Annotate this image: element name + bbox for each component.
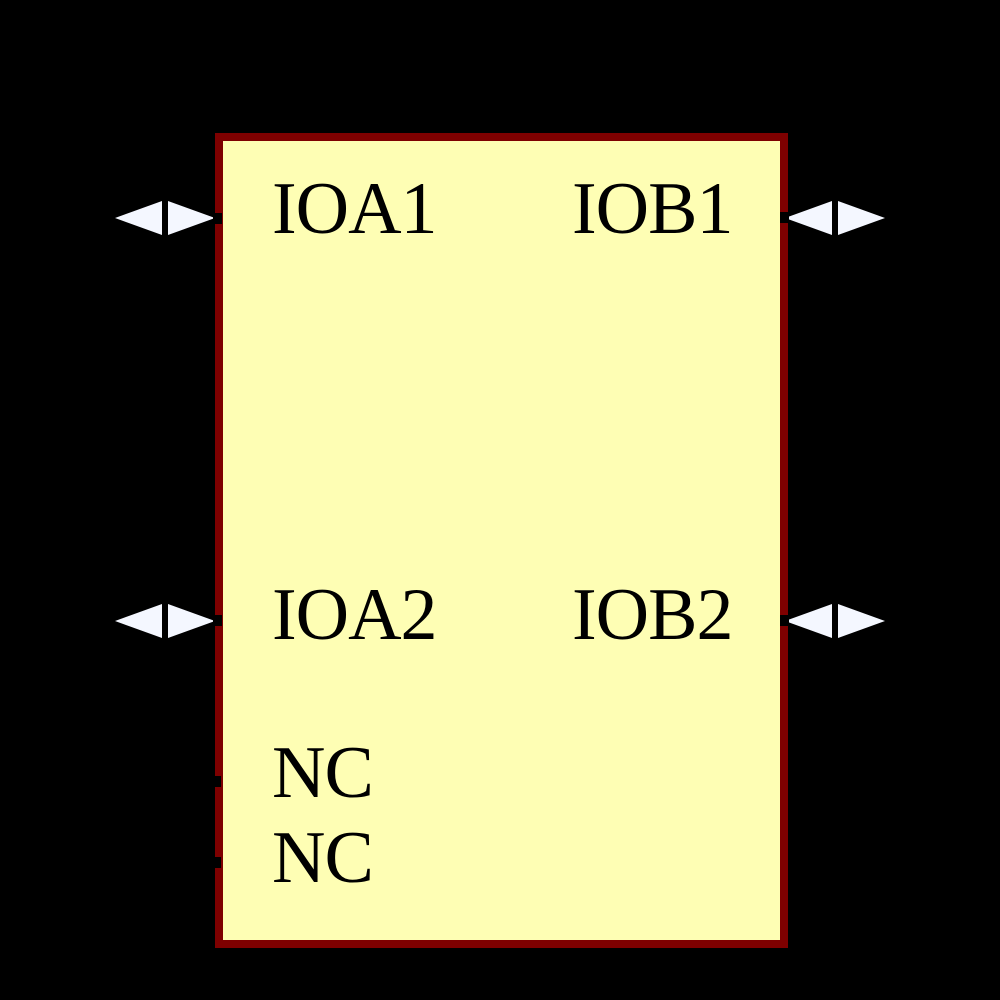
pin-ioa1-bidirectional-arrow-icon[interactable]: [115, 200, 215, 236]
pin-iob2-stub: [780, 615, 789, 626]
pin-iob1-stub: [780, 212, 789, 223]
pin-label-iob1: IOB1: [572, 168, 733, 250]
pin-label-ioa2: IOA2: [272, 574, 438, 656]
pin-label-nc1: NC: [272, 732, 374, 814]
component-body[interactable]: [215, 133, 788, 948]
pin-ioa2-bidirectional-arrow-icon[interactable]: [115, 603, 215, 639]
pin-nc1-stub[interactable]: [206, 776, 221, 787]
pin-ioa2-stub: [213, 615, 222, 626]
pin-nc2-stub[interactable]: [206, 857, 221, 868]
pin-label-iob2: IOB2: [572, 574, 733, 656]
pin-ioa1-stub: [213, 213, 222, 224]
pin-label-nc2: NC: [272, 817, 374, 899]
pin-label-ioa1: IOA1: [272, 168, 438, 250]
pin-iob2-bidirectional-arrow-icon[interactable]: [785, 603, 885, 639]
pin-iob1-bidirectional-arrow-icon[interactable]: [785, 200, 885, 236]
